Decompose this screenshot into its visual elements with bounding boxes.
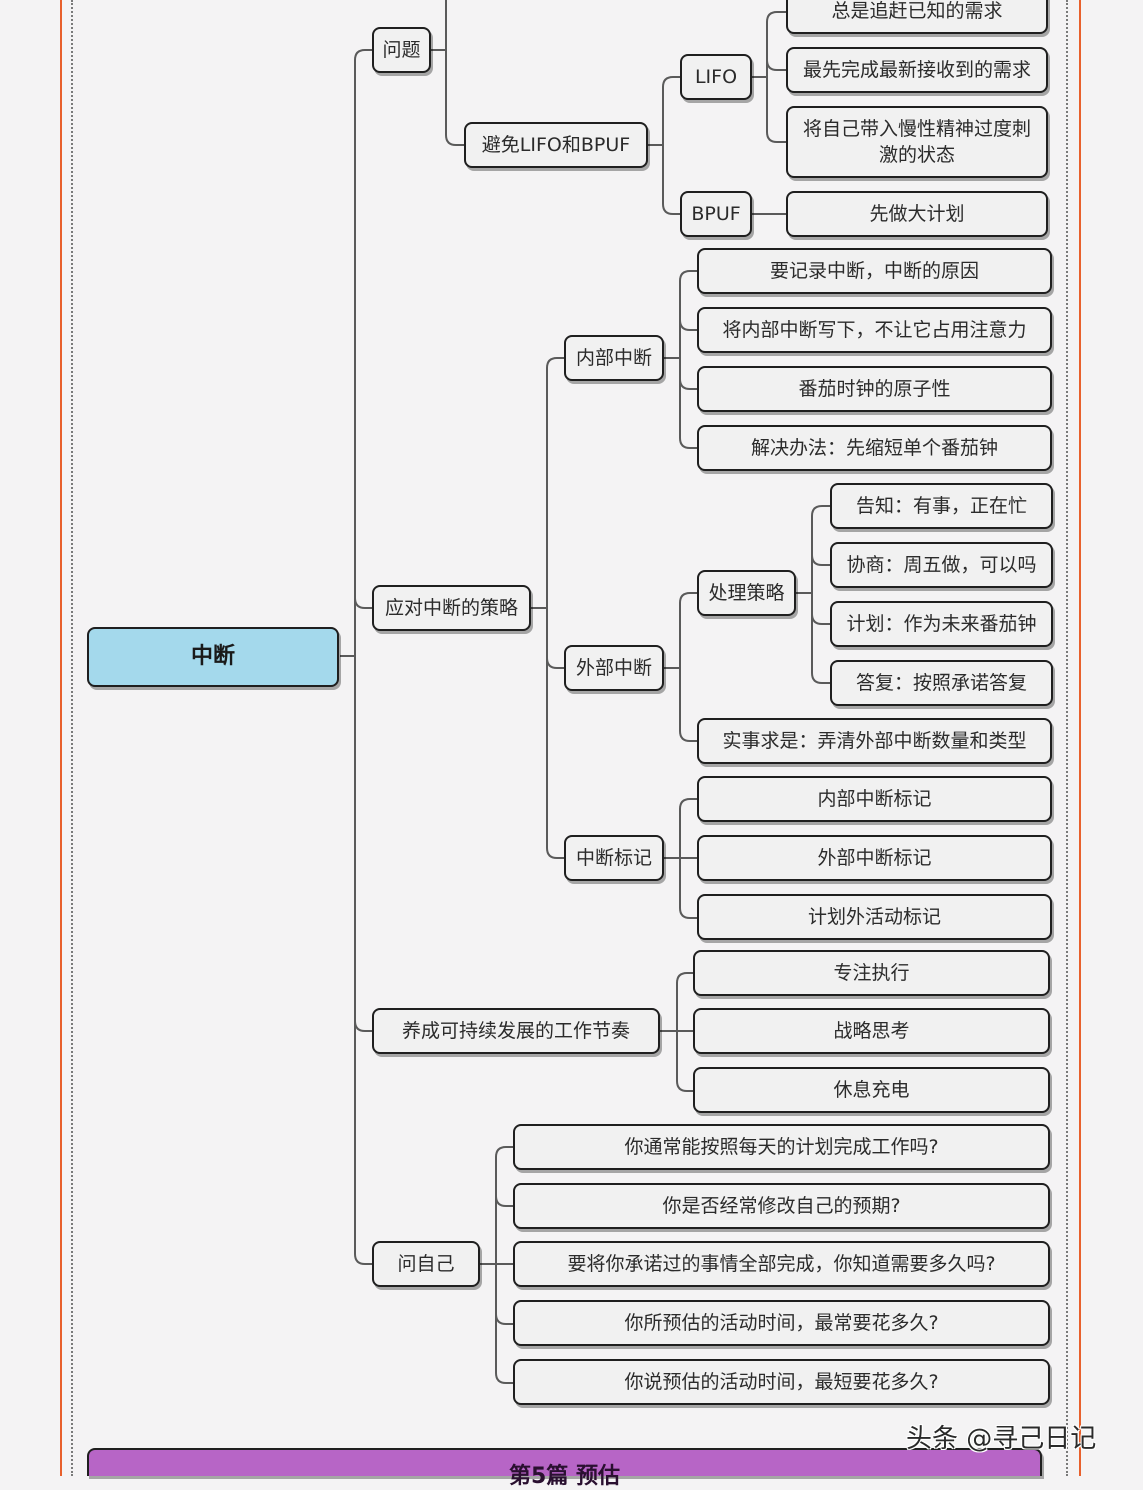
node-ask-item-5[interactable]: 你说预估的活动时间，最短要花多久?: [513, 1359, 1050, 1405]
node-lifo-item-3[interactable]: 将自己带入慢性精神过度刺激的状态: [786, 106, 1048, 178]
root-node[interactable]: 中断: [87, 627, 339, 687]
node-strategy[interactable]: 应对中断的策略: [372, 585, 531, 631]
node-internal[interactable]: 内部中断: [564, 335, 664, 381]
connector-root: [340, 49, 372, 1265]
connector-external: [664, 592, 697, 742]
connector-problem: [431, 0, 464, 146]
watermark: 头条 @寻己日记: [906, 1424, 1097, 1454]
next-chapter-node[interactable]: 第5篇 预估: [87, 1448, 1042, 1489]
connector-ask: [480, 1146, 513, 1384]
node-rhythm-item-1[interactable]: 专注执行: [693, 950, 1050, 996]
node-marks-item-3[interactable]: 计划外活动标记: [697, 894, 1052, 940]
node-handling-item-1[interactable]: 告知：有事，正在忙: [830, 483, 1053, 529]
node-bpuf[interactable]: BPUF: [680, 191, 752, 237]
connector-handling: [796, 505, 830, 684]
node-rhythm[interactable]: 养成可持续发展的工作节奏: [372, 1008, 660, 1054]
connector-rhythm: [660, 972, 693, 1092]
node-ask-item-3[interactable]: 要将你承诺过的事情全部完成，你知道需要多久吗?: [513, 1241, 1050, 1287]
node-marks-item-1[interactable]: 内部中断标记: [697, 776, 1052, 822]
node-handling-item-4[interactable]: 答复：按照承诺答复: [830, 660, 1053, 706]
node-lifo[interactable]: LIFO: [680, 54, 752, 100]
connector-marks: [664, 798, 697, 919]
node-rhythm-item-2[interactable]: 战略思考: [693, 1008, 1050, 1054]
connector-lifo: [752, 11, 786, 143]
node-internal-item-1[interactable]: 要记录中断，中断的原因: [697, 248, 1052, 294]
node-handling-item-3[interactable]: 计划：作为未来番茄钟: [830, 601, 1053, 647]
node-internal-item-3[interactable]: 番茄时钟的原子性: [697, 366, 1052, 412]
node-internal-item-2[interactable]: 将内部中断写下，不让它占用注意力: [697, 307, 1052, 353]
page-border-left-dotted: [71, 0, 73, 1476]
node-bpuf-item-1[interactable]: 先做大计划: [786, 191, 1048, 237]
node-external[interactable]: 外部中断: [564, 645, 664, 691]
node-marks-item-2[interactable]: 外部中断标记: [697, 835, 1052, 881]
node-handling[interactable]: 处理策略: [697, 570, 796, 616]
node-ask-item-2[interactable]: 你是否经常修改自己的预期?: [513, 1183, 1050, 1229]
node-external-fact[interactable]: 实事求是：弄清外部中断数量和类型: [697, 718, 1052, 764]
node-avoid-lifo-bpuf[interactable]: 避免LIFO和BPUF: [464, 122, 648, 168]
node-problem[interactable]: 问题: [372, 27, 431, 73]
node-rhythm-item-3[interactable]: 休息充电: [693, 1067, 1050, 1113]
connector-strategy: [531, 357, 564, 859]
node-internal-item-4[interactable]: 解决办法：先缩短单个番茄钟: [697, 425, 1052, 471]
node-ask[interactable]: 问自己: [372, 1241, 480, 1287]
page-border-left: [60, 0, 62, 1476]
node-ask-item-4[interactable]: 你所预估的活动时间，最常要花多久?: [513, 1300, 1050, 1346]
node-lifo-item-2[interactable]: 最先完成最新接收到的需求: [786, 47, 1048, 93]
page-border-right: [1079, 0, 1081, 1476]
node-handling-item-2[interactable]: 协商：周五做，可以吗: [830, 542, 1053, 588]
connector-avoid: [648, 76, 680, 215]
node-lifo-item-1[interactable]: 总是追赶已知的需求: [786, 0, 1048, 34]
node-ask-item-1[interactable]: 你通常能按照每天的计划完成工作吗?: [513, 1124, 1050, 1170]
connector-internal: [664, 270, 697, 449]
page-border-right-dotted: [1066, 0, 1068, 1476]
node-marks[interactable]: 中断标记: [564, 835, 664, 881]
